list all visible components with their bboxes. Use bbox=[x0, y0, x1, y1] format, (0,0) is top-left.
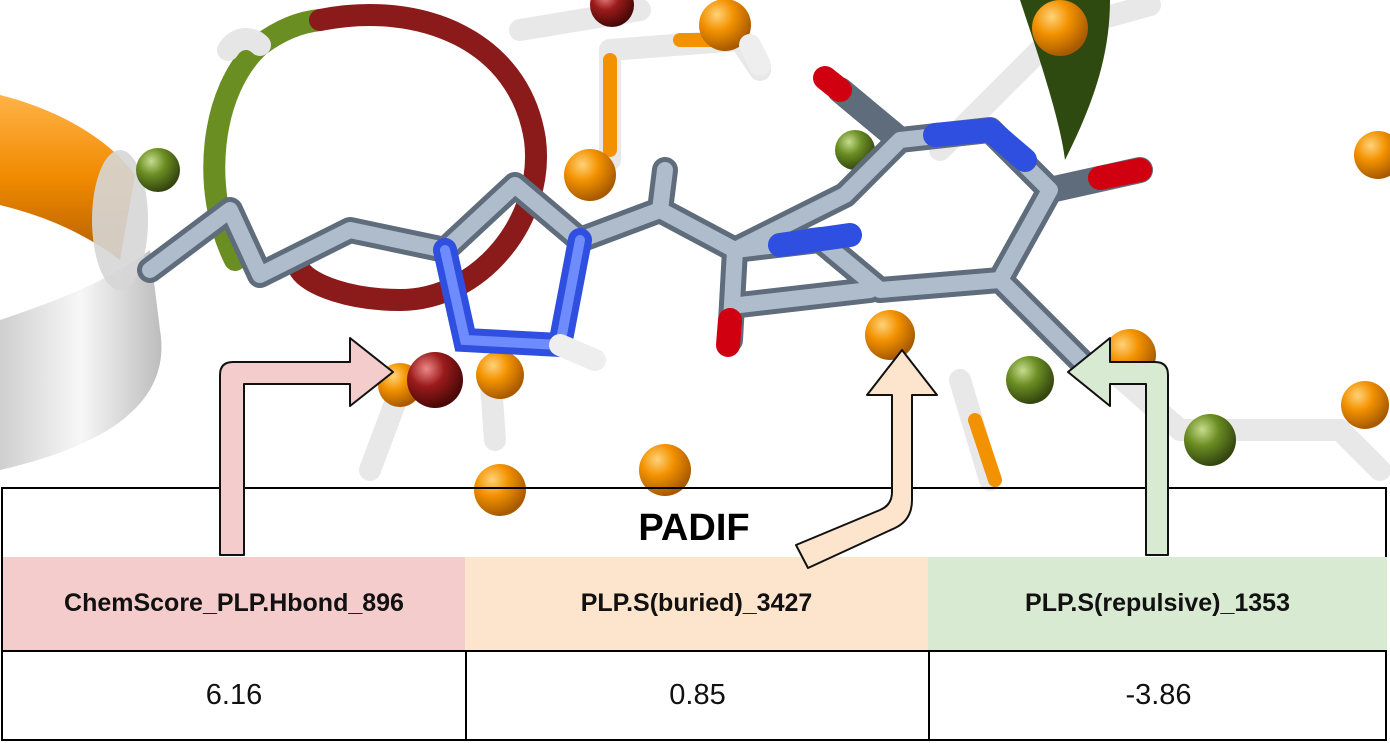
value-chemscore-hbond: 6.16 bbox=[3, 650, 465, 739]
white-coil-ribbon bbox=[0, 250, 162, 470]
value-repulsive: -3.86 bbox=[928, 650, 1387, 739]
value-buried: 0.85 bbox=[465, 650, 928, 739]
table-title: PADIF bbox=[638, 506, 750, 549]
header-chemscore-hbond: ChemScore_PLP.Hbond_896 bbox=[3, 557, 465, 650]
padif-table: PADIF ChemScore_PLP.Hbond_896 PLP.S(buri… bbox=[1, 487, 1387, 741]
header-repulsive: PLP.S(repulsive)_1353 bbox=[928, 557, 1387, 650]
header-buried: PLP.S(buried)_3427 bbox=[465, 557, 928, 650]
